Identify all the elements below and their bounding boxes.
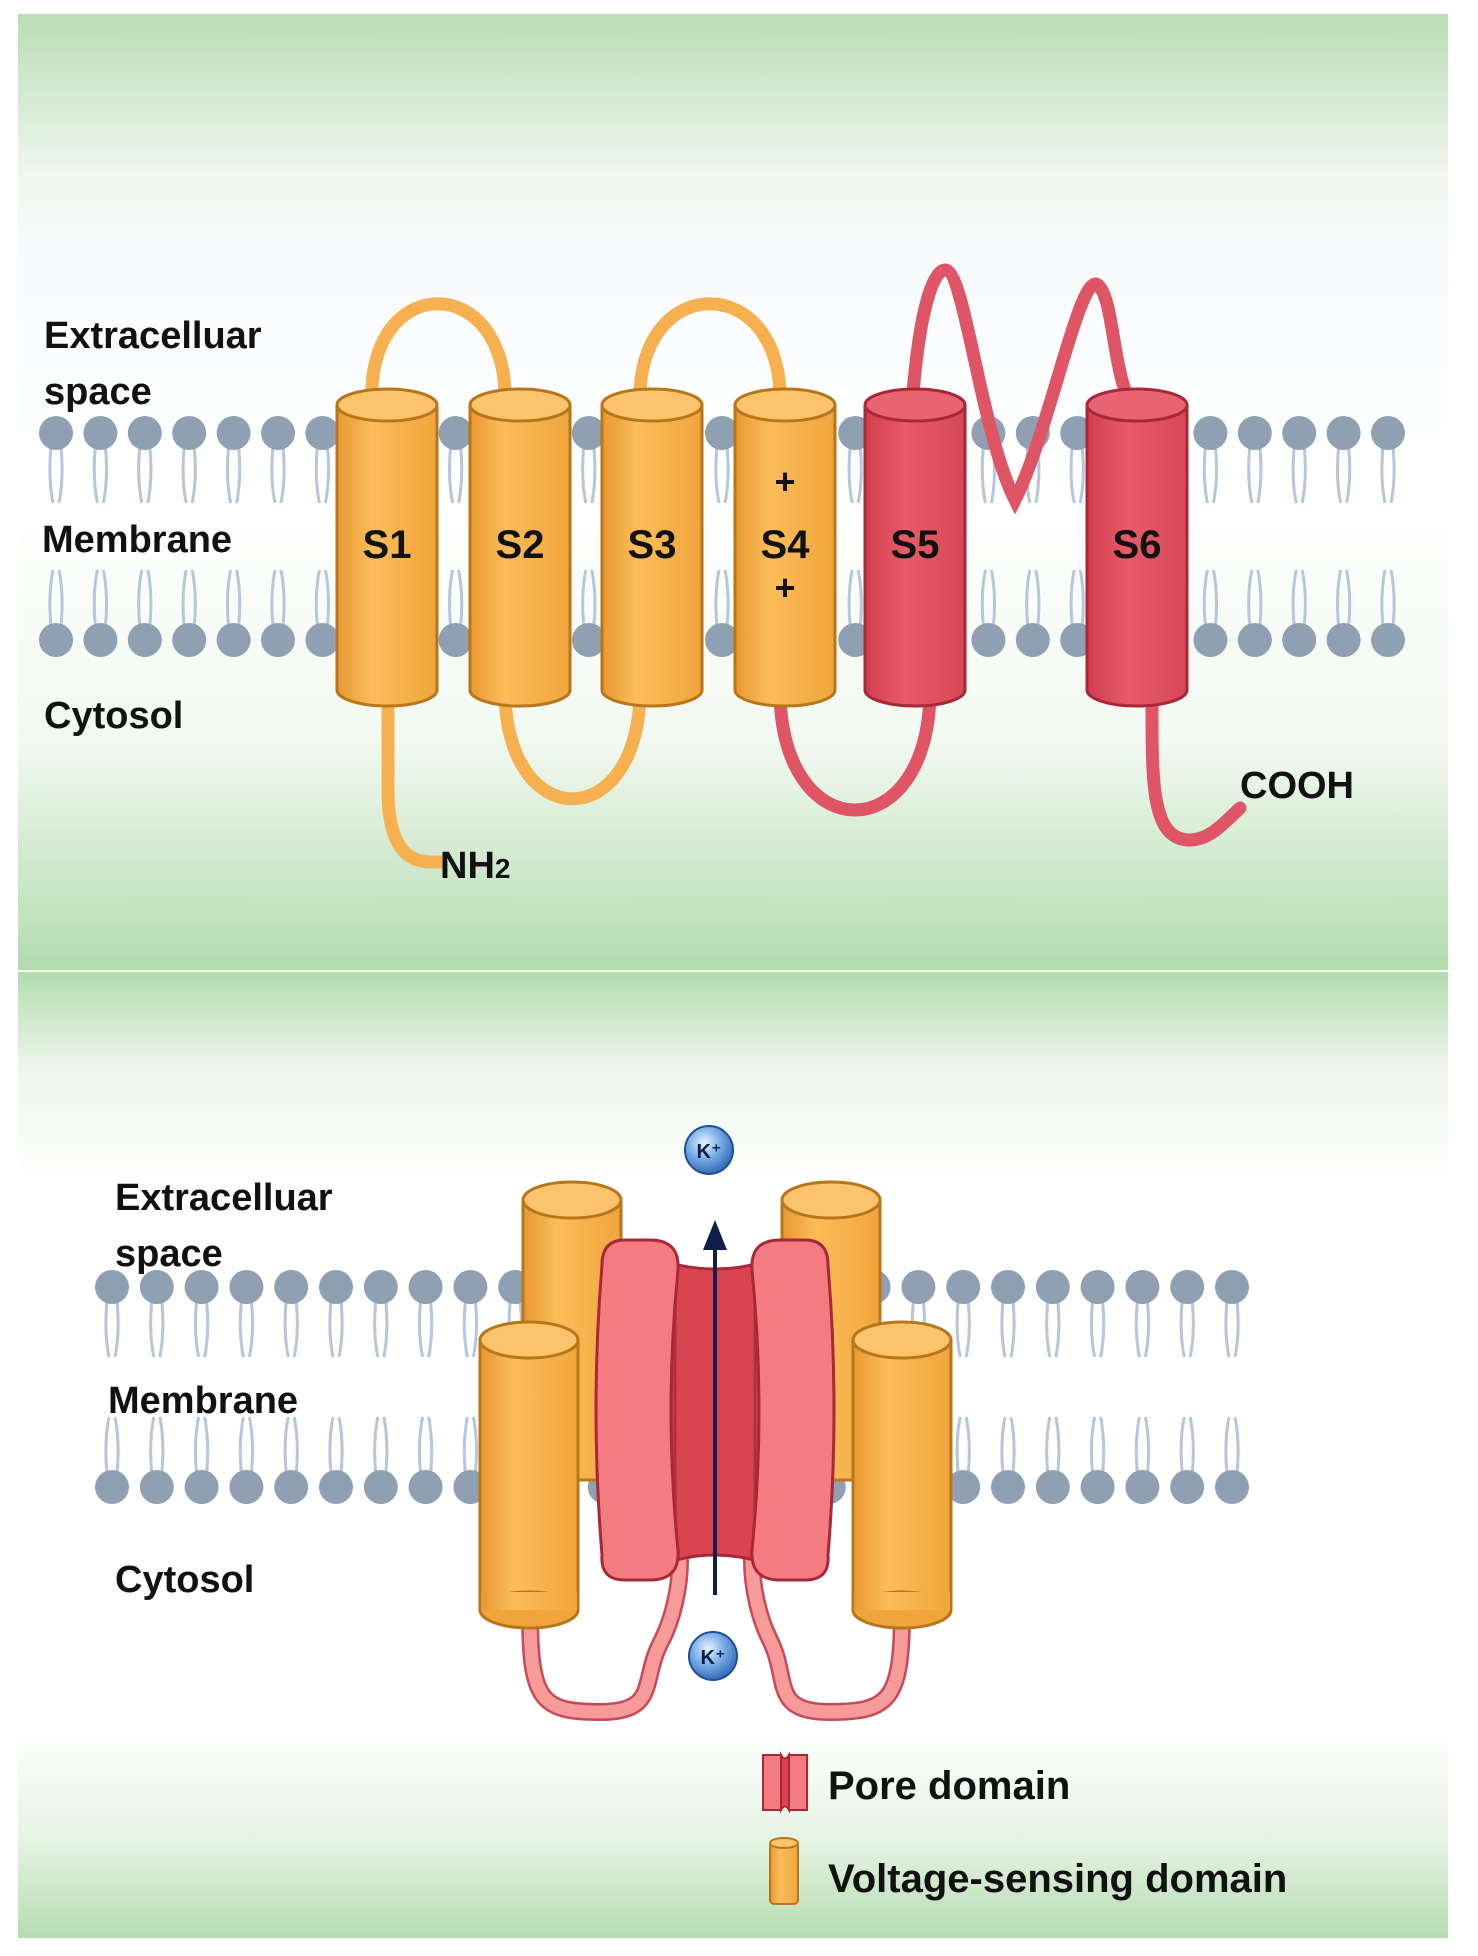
lipid-pair xyxy=(305,416,340,657)
bottom-extracellular-label-line1: Extracelluar xyxy=(115,1177,333,1219)
bottom-linkers xyxy=(521,1551,911,1722)
n-terminal-tail xyxy=(381,683,447,869)
lipid-pair xyxy=(1215,1270,1249,1504)
helix-s2: S2 xyxy=(468,387,572,708)
helix-label-s5: S5 xyxy=(891,523,940,567)
ion-flow-arrow xyxy=(703,1220,727,1595)
pore-loop-s5-s6 xyxy=(905,263,1142,515)
helix-s5: S5 xyxy=(863,387,967,708)
helix-s4: S4++ xyxy=(733,387,837,708)
lipid-pair xyxy=(1371,416,1405,657)
right-linker-fill xyxy=(745,1553,909,1719)
lipid-pair xyxy=(1193,416,1228,657)
lipid-pair xyxy=(229,1270,264,1504)
lipid-pair xyxy=(95,1270,129,1504)
c-terminus-label: COOH xyxy=(1240,765,1354,807)
lipid-pair xyxy=(1282,416,1317,657)
lipid-pair xyxy=(1170,1270,1205,1504)
helix-label-s3: S3 xyxy=(628,523,677,567)
legend-pore-domain-label: Pore domain xyxy=(828,1764,1070,1808)
ion-bottom-label: K⁺ xyxy=(701,1647,726,1669)
top-extracellular-label-line1: Extracelluar xyxy=(44,315,262,357)
voltage-sensor-icon xyxy=(769,1837,799,1905)
loop-s2-s3-cytosolic xyxy=(498,683,647,806)
top-membrane-label: Membrane xyxy=(42,519,232,561)
lipid-pair xyxy=(274,1270,309,1504)
loop-s1-s2-extracellular xyxy=(365,297,512,412)
lipid-pair xyxy=(1237,416,1272,657)
bottom-cytosol-label: Cytosol xyxy=(115,1559,254,1601)
n-terminus-text: NH xyxy=(440,845,495,887)
lipid-pair xyxy=(946,1270,981,1504)
left-linker-fill xyxy=(523,1553,687,1719)
bottom-membrane-label: Membrane xyxy=(108,1380,298,1422)
lipid-pair xyxy=(571,416,606,657)
lipid-pair xyxy=(1035,1270,1070,1504)
loop-s4-s5-cytosolic xyxy=(773,683,937,817)
c-terminal-tail xyxy=(1145,683,1247,847)
helix-label-s6: S6 xyxy=(1113,523,1162,567)
lipid-pair xyxy=(1125,1270,1160,1504)
lipid-pair xyxy=(216,416,251,657)
charge-mark: + xyxy=(774,461,795,502)
lipid-pair xyxy=(83,416,118,657)
lipid-pair xyxy=(319,1270,353,1504)
helix-label-s4: S4 xyxy=(761,523,811,567)
top-cytosol-label: Cytosol xyxy=(44,695,183,737)
lipid-pair xyxy=(1326,416,1361,657)
lipid-pair xyxy=(991,1270,1025,1504)
top-panel-background xyxy=(18,14,1448,970)
legend: Pore domain Voltage-sensing domain xyxy=(762,1751,1287,1905)
lipid-pair xyxy=(1080,1270,1115,1504)
front-voltage-sensor-right xyxy=(851,1320,953,1630)
pore-left-half xyxy=(594,1238,680,1582)
lipid-pair xyxy=(363,1270,398,1504)
bottom-extracellular-label-line2: space xyxy=(115,1233,223,1275)
potassium-ion-bottom: K⁺ xyxy=(688,1631,738,1681)
lipid-pair xyxy=(127,416,162,657)
lipid-pair xyxy=(705,416,739,657)
helix-s3: S3 xyxy=(600,387,704,708)
top-extracellular-label-line2: space xyxy=(44,371,152,413)
helix-s6: S6 xyxy=(1085,387,1189,708)
top-loops xyxy=(365,263,1247,869)
pore-right-half xyxy=(750,1238,836,1582)
lipid-pair xyxy=(438,416,473,657)
lipid-pair xyxy=(408,1270,443,1504)
helix-label-s2: S2 xyxy=(496,523,545,567)
charge-mark: + xyxy=(774,567,795,608)
n-terminus-subscript: 2 xyxy=(495,853,511,884)
lipid-pair xyxy=(172,416,207,657)
helix-s1: S1 xyxy=(335,387,439,708)
lipid-pair xyxy=(139,1270,174,1504)
lipid-pair xyxy=(184,1270,219,1504)
legend-voltage-sensing-label: Voltage-sensing domain xyxy=(828,1857,1287,1901)
loop-s3-s4-extracellular xyxy=(633,297,787,412)
n-terminus-label: NH2 xyxy=(440,845,510,887)
potassium-ion-top: K⁺ xyxy=(684,1125,734,1175)
lipid-pair xyxy=(261,416,295,657)
helix-label-s1: S1 xyxy=(363,523,412,567)
front-voltage-sensor-left xyxy=(478,1320,580,1630)
ion-top-label: K⁺ xyxy=(697,1141,722,1163)
lipid-pair xyxy=(39,416,73,657)
pore-domain-icon xyxy=(762,1751,808,1814)
